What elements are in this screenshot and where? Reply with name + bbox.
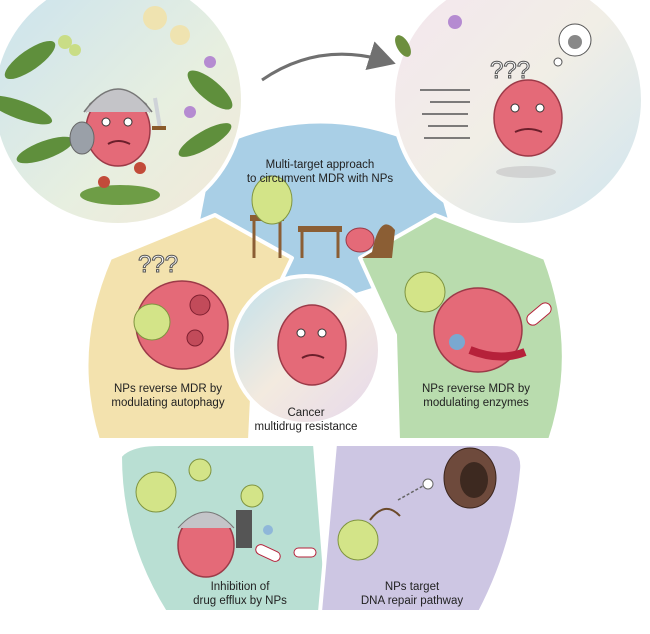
panel-top-label: Multi-target approach to circumvent MDR … — [240, 158, 400, 186]
panel-right-label-line1: NPs reverse MDR by — [422, 383, 530, 395]
dna-repair-icon — [337, 447, 497, 561]
autophagy-cell-icon: ??? — [133, 251, 229, 370]
question-marks-top-right: ??? — [490, 57, 530, 84]
jungle-leaves-icon — [0, 40, 233, 205]
leaf-icon — [395, 15, 462, 57]
panel-right-label-line2: modulating enzymes — [423, 397, 529, 409]
center-label-line1: Cancer — [287, 407, 325, 419]
panel-right-label: NPs reverse MDR by modulating enzymes — [396, 382, 556, 410]
confused-cancer-cell-icon — [493, 79, 563, 178]
thought-bubble-icon — [553, 23, 592, 67]
center-circle — [230, 274, 382, 426]
armored-cancer-cell-icon — [69, 88, 166, 167]
center-label-line2: multidrug resistance — [254, 421, 358, 433]
panel-bottom-right-label-line1: NPs target — [384, 581, 440, 593]
panel-bottom-left-label-line1: Inhibition of — [210, 581, 270, 593]
center-label: Cancer multidrug resistance — [236, 406, 376, 434]
panel-bottom-right-label-line2: DNA repair pathway — [360, 595, 464, 607]
question-marks-left: ??? — [138, 251, 178, 278]
enzyme-cell-icon — [404, 271, 552, 373]
panel-bottom-right-label: NPs target DNA repair pathway — [332, 580, 492, 608]
panel-left-label: NPs reverse MDR by modulating autophagy — [88, 382, 248, 410]
efflux-inhibition-icon — [135, 458, 317, 578]
flower-icon — [58, 6, 216, 188]
panel-top-label-line1: Multi-target approach — [265, 159, 375, 171]
transition-arrow-icon — [261, 41, 396, 82]
top-right-circle: ??? — [391, 0, 645, 227]
panel-top-label-line2: to circumvent MDR with NPs — [246, 173, 394, 185]
panel-bottom-left-label: Inhibition of drug efflux by NPs — [160, 580, 320, 608]
speed-lines — [420, 89, 470, 139]
top-left-circle — [0, 0, 245, 227]
panel-left-label-line2: modulating autophagy — [111, 397, 225, 409]
cancer-cell-icon — [277, 304, 347, 386]
panel-left-label-line1: NPs reverse MDR by — [114, 383, 222, 395]
panel-bottom-left-label-line2: drug efflux by NPs — [193, 595, 287, 607]
classroom-scene-icon — [250, 175, 395, 258]
